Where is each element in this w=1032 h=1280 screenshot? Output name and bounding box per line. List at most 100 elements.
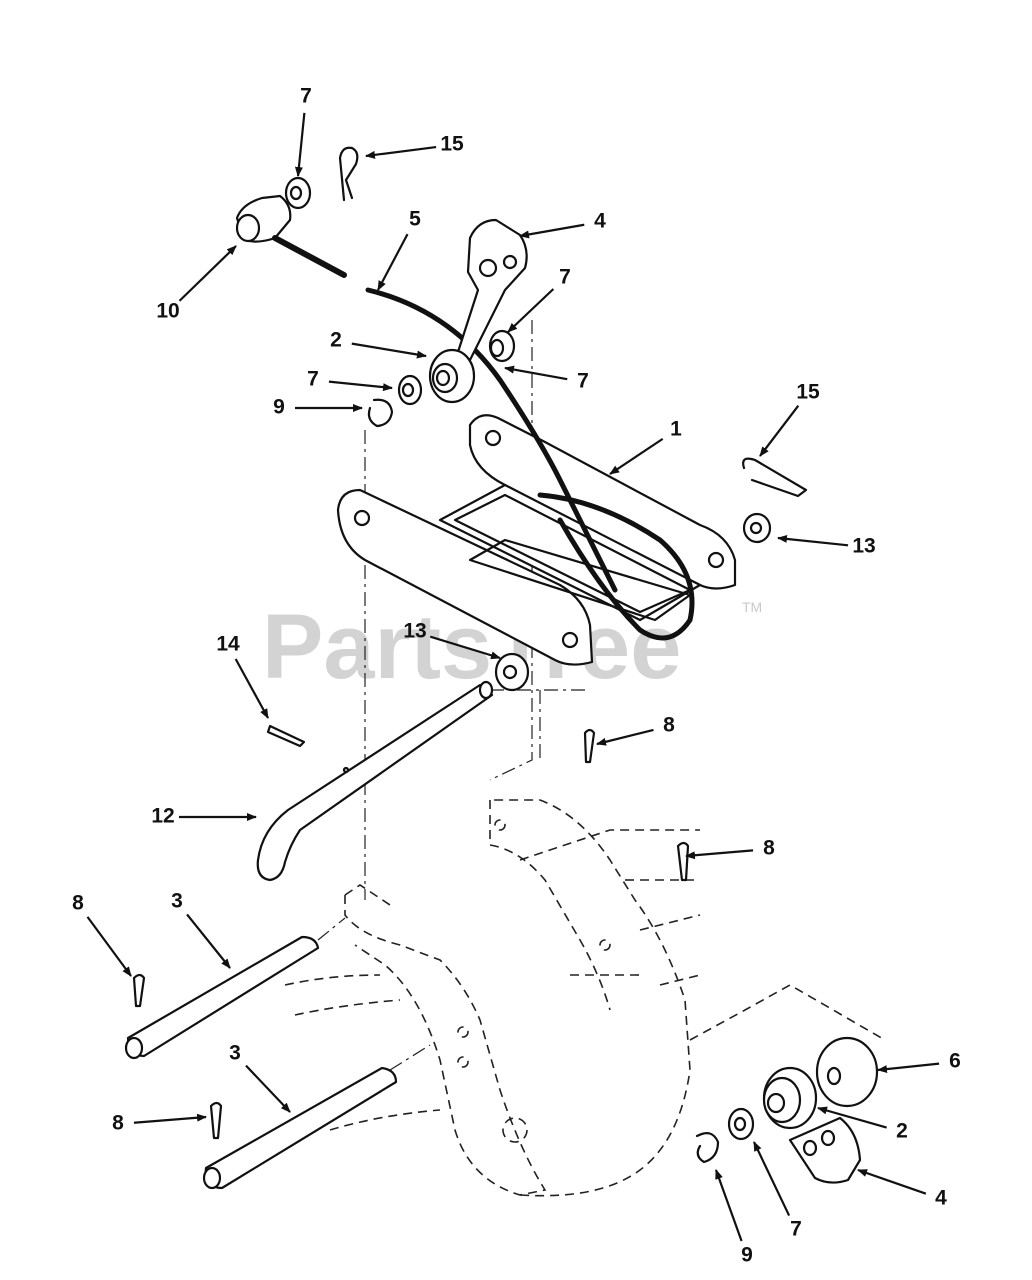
callout-number: 4 [935, 1187, 947, 1210]
watermark-tm: TM [742, 599, 762, 615]
leader-arrow [294, 112, 306, 177]
leader-arrow [877, 1062, 940, 1074]
callout-number: 5 [409, 208, 421, 231]
leader-arrow [178, 245, 237, 302]
leader-arrow [365, 145, 437, 159]
cable-bracket-part-4-upper [456, 218, 528, 362]
pulley-part-2-upper [428, 348, 476, 404]
callout-number: 14 [216, 633, 240, 656]
callout-number: 7 [307, 368, 319, 391]
pulley-part-2-lower [762, 1066, 818, 1130]
washer-part-13-right [742, 512, 772, 544]
callout-number: 2 [896, 1120, 908, 1143]
leader-arrow [245, 1064, 291, 1113]
callout-8: 8 [112, 1112, 207, 1135]
callout-number: 3 [229, 1042, 241, 1065]
callout-number: 12 [151, 805, 174, 828]
callout-8: 8 [596, 714, 675, 746]
cotter-pin-part-8-b [676, 841, 690, 882]
callout-9: 9 [714, 1169, 753, 1267]
callout-number: 8 [663, 714, 675, 737]
callout-2: 2 [330, 329, 427, 359]
hair-pin-part-15-upper [338, 146, 359, 202]
callout-number: 7 [577, 370, 589, 393]
callout-8: 8 [72, 892, 132, 977]
callout-number: 6 [949, 1050, 961, 1073]
leader-arrow [857, 1168, 927, 1195]
callout-number: 8 [112, 1112, 124, 1135]
leader-arrow [817, 1106, 887, 1129]
leader-arrow [504, 365, 568, 381]
leader-arrow [519, 223, 585, 239]
callout-number: 9 [273, 396, 285, 419]
washer-part-7-upper-left [397, 374, 423, 406]
leader-arrow [429, 635, 501, 660]
leader-arrow [596, 728, 654, 746]
callout-4: 4 [857, 1168, 947, 1210]
leader-arrow [685, 849, 754, 860]
pivot-pin-part-3-lower [202, 1066, 398, 1190]
callout-1: 1 [609, 418, 682, 475]
callout-number: 8 [72, 892, 84, 915]
callout-number: 4 [594, 210, 606, 233]
callout-14: 14 [216, 633, 269, 719]
hook-rod-part-12 [256, 680, 494, 882]
callout-5: 5 [377, 208, 421, 291]
callout-number: 2 [330, 329, 342, 352]
adjuster-part-10 [235, 194, 347, 278]
callout-number: 7 [790, 1218, 802, 1241]
leader-arrow [186, 913, 231, 969]
callout-3: 3 [171, 890, 231, 969]
leader-arrow [328, 380, 393, 392]
cable-part-5 [365, 287, 695, 641]
pivot-pin-part-3-upper [124, 935, 320, 1060]
callout-number: 8 [763, 837, 775, 860]
callout-15: 15 [759, 381, 820, 457]
idler-roller-part-6 [815, 1036, 879, 1108]
cotter-pin-part-8-c [132, 973, 146, 1008]
leader-arrow [609, 437, 664, 475]
callout-7: 7 [504, 365, 589, 393]
callout-number: 13 [852, 535, 875, 558]
callout-6: 6 [877, 1050, 961, 1074]
callout-2: 2 [817, 1106, 908, 1143]
callout-7: 7 [753, 1141, 802, 1241]
leader-arrow [86, 916, 132, 977]
cotter-pin-part-8-d [209, 1101, 223, 1140]
leader-arrow [714, 1169, 743, 1242]
leader-arrow [759, 405, 800, 457]
callout-13: 13 [777, 535, 876, 558]
leader-arrow [351, 342, 427, 359]
leader-arrow [133, 1113, 207, 1124]
callout-7: 7 [507, 266, 571, 333]
leader-arrow [753, 1141, 791, 1217]
callout-3: 3 [229, 1042, 291, 1113]
retaining-ring-part-9-lower [695, 1131, 720, 1164]
callout-13: 13 [403, 620, 501, 660]
callout-number: 10 [156, 300, 179, 323]
bracket-part-4-lower [788, 1116, 862, 1184]
spacer-part-7-upper-right [488, 329, 516, 363]
callout-number: 3 [171, 890, 183, 913]
callout-10: 10 [156, 245, 237, 323]
callout-number: 15 [796, 381, 820, 404]
retaining-ring-part-9-upper [367, 398, 394, 428]
washer-part-13-left [494, 652, 530, 692]
callout-12: 12 [151, 805, 257, 828]
cotter-pin-part-8-a [583, 728, 596, 764]
callout-number: 15 [440, 133, 464, 156]
washer-part-7-top [284, 176, 312, 210]
callout-number: 7 [559, 266, 571, 289]
callout-number: 13 [403, 620, 426, 643]
cotter-pin-part-14 [266, 724, 306, 748]
callout-number: 9 [741, 1244, 753, 1267]
hair-pin-part-15-right [742, 457, 808, 498]
leader-arrow [377, 233, 409, 291]
callout-4: 4 [519, 210, 606, 239]
washer-part-7-lower [727, 1107, 755, 1141]
callout-15: 15 [365, 133, 464, 159]
leader-arrow [507, 288, 555, 333]
callout-8: 8 [685, 837, 775, 860]
